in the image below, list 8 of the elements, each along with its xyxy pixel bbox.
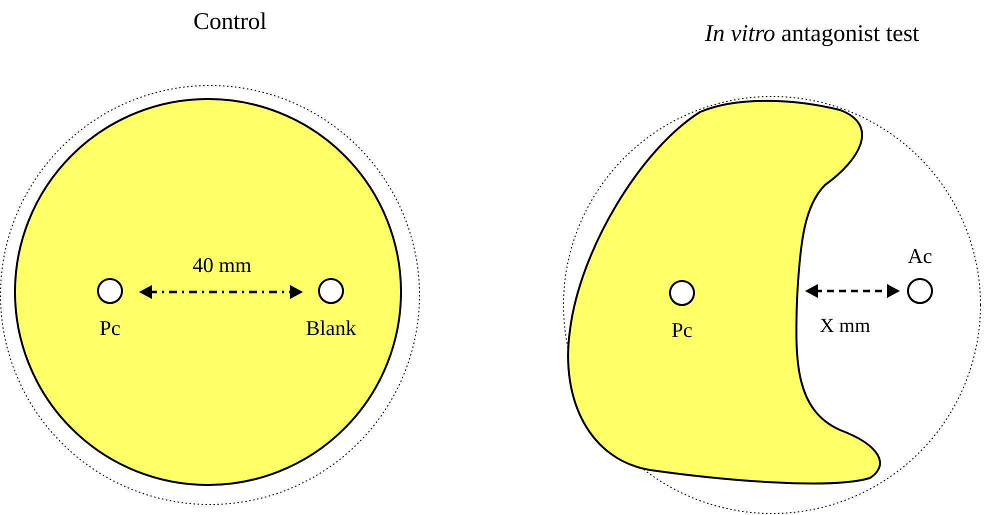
dimension-label: X mm: [820, 316, 870, 336]
heading: In vitro antagonist test: [704, 22, 920, 46]
well-label: Pc: [100, 318, 120, 339]
dimension-label: 40 mm: [192, 255, 252, 276]
well-label: Ac: [908, 246, 932, 267]
well-label: Pc: [672, 320, 692, 341]
well-label: Blank: [306, 318, 356, 339]
heading: Control: [193, 10, 267, 34]
